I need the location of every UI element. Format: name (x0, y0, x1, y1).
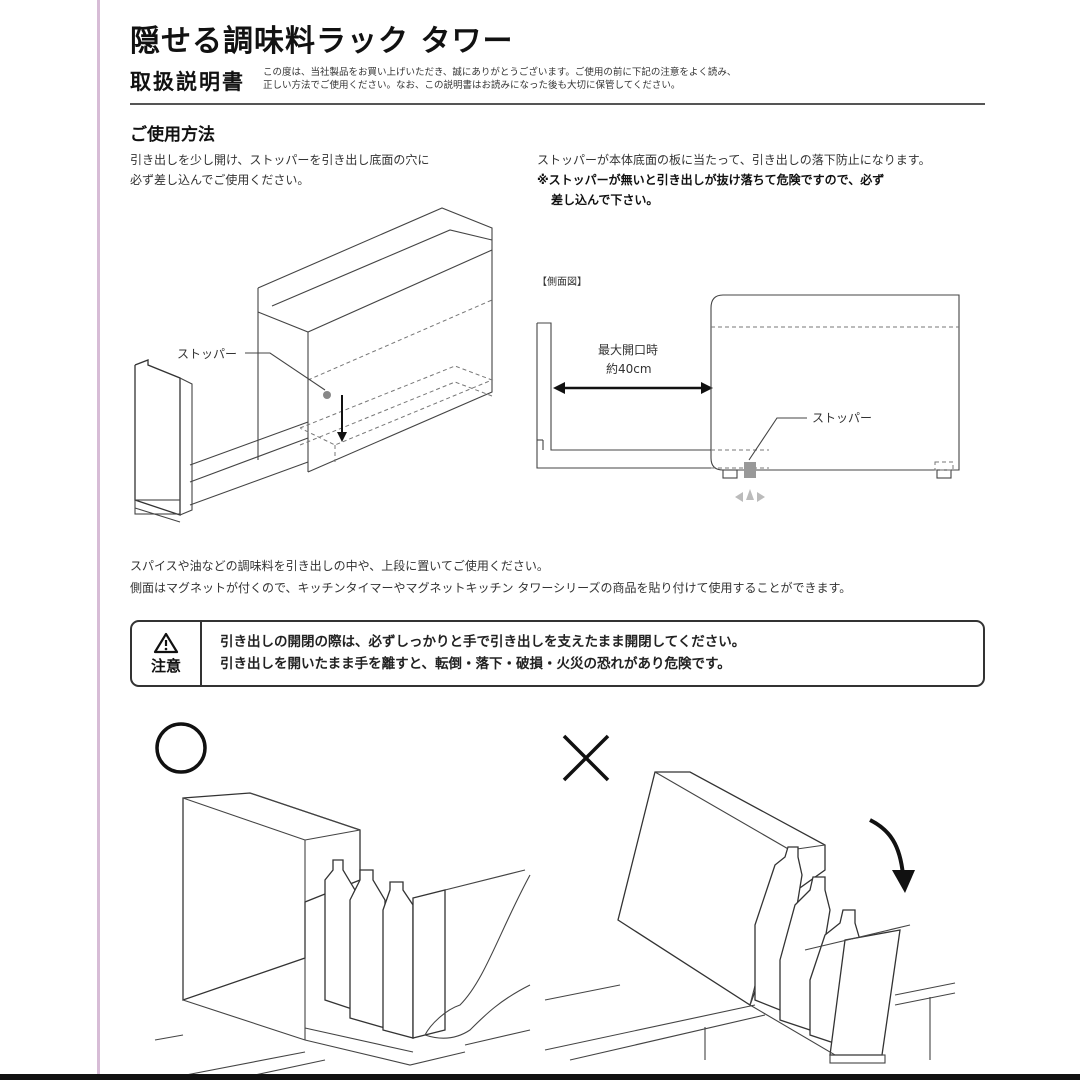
usage-left-line: 必ず差し込んでご使用ください。 (130, 173, 310, 187)
side-view-figure (536, 294, 960, 502)
caution-line: 引き出しを開いたまま手を離すと、転倒・落下・破損・火災の恐れがあり危険です。 (220, 656, 731, 672)
note-line: 側面はマグネットが付くので、キッチンタイマーやマグネットキッチン タワーシリーズ… (130, 581, 852, 595)
usage-right-text: ストッパーが本体底面の板に当たって、引き出しの落下防止になります。 ※ストッパー… (537, 150, 931, 210)
side-view-label: 【側面図】 (537, 277, 587, 288)
page-bottom-border (0, 1074, 1080, 1080)
product-title: 隠せる調味料ラック タワー (130, 24, 514, 59)
page-margin-line (97, 0, 100, 1080)
stopper-label-right: ストッパー (812, 411, 873, 425)
warning-triangle-icon (153, 632, 179, 653)
intro-text: この度は、当社製品をお買い上げいただき、誠にありがとうございます。ご使用の前に下… (263, 66, 843, 92)
usage-warning-line: ※ストッパーが無いと引き出しが抜け落ちて危険ですので、必ず (537, 173, 885, 187)
usage-heading: ご使用方法 (130, 125, 215, 145)
usage-right-line: ストッパーが本体底面の板に当たって、引き出しの落下防止になります。 (537, 153, 931, 167)
incorrect-usage-figure (544, 771, 956, 1064)
correct-usage-figure (154, 792, 531, 1080)
circle-ok-icon (155, 722, 207, 774)
caution-text: 引き出しの開閉の際は、必ずしっかりと手で引き出しを支えたまま開閉してください。 … (220, 631, 745, 675)
usage-warning-line: 差し込んで下さい。 (551, 193, 659, 207)
opening-distance-label: 約40cm (606, 362, 652, 376)
cross-ng-icon (562, 734, 610, 782)
caution-icon-column: 注意 (132, 622, 202, 685)
manual-page: 隠せる調味料ラック タワー 取扱説明書 この度は、当社製品をお買い上げいただき、… (100, 0, 1080, 1080)
header-divider (130, 103, 985, 105)
usage-left-line: 引き出しを少し開け、ストッパーを引き出し底面の穴に (130, 153, 430, 167)
usage-left-text: 引き出しを少し開け、ストッパーを引き出し底面の穴に 必ず差し込んでご使用ください… (130, 150, 429, 190)
stopper-label-left: ストッパー (177, 347, 238, 361)
rack-isometric-figure (134, 207, 494, 523)
intro-line: 正しい方法でご使用ください。なお、この説明書はお読みになった後も大切に保管してく… (263, 80, 681, 91)
caution-box: 注意 引き出しの開閉の際は、必ずしっかりと手で引き出しを支えたまま開閉してくださ… (130, 620, 985, 687)
intro-line: この度は、当社製品をお買い上げいただき、誠にありがとうございます。ご使用の前に下… (263, 67, 737, 78)
note-line: スパイスや油などの調味料を引き出しの中や、上段に置いてご使用ください。 (130, 559, 549, 573)
max-opening-label: 最大開口時 (598, 343, 659, 357)
manual-subtitle: 取扱説明書 (130, 70, 245, 94)
caution-line: 引き出しの開閉の際は、必ずしっかりと手で引き出しを支えたまま開閉してください。 (220, 634, 746, 650)
usage-notes: スパイスや油などの調味料を引き出しの中や、上段に置いてご使用ください。 側面はマ… (130, 555, 851, 599)
caution-label: 注意 (150, 656, 181, 675)
